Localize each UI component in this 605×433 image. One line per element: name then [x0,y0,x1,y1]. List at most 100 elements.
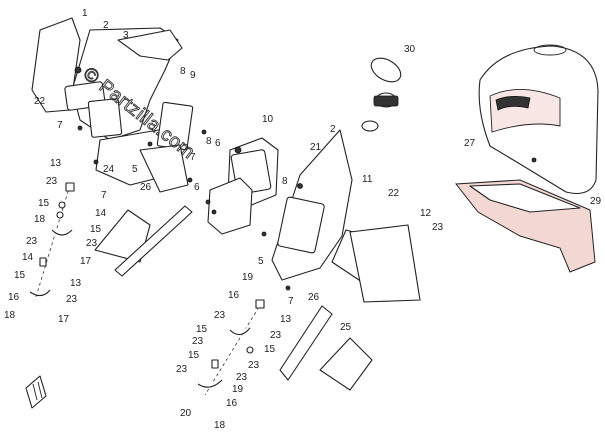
callout-2: 2 [103,20,109,31]
seal-icon [361,120,379,132]
callout-8c: 8 [282,176,288,187]
callout-16b: 16 [228,290,240,301]
tank-filler-neck [533,44,567,56]
callout-12: 12 [420,208,432,219]
callout-5b: 5 [258,256,264,267]
callout-18: 18 [34,214,46,225]
fastener-icon [205,199,211,205]
washer-icon [58,201,66,209]
clamp-icon [229,327,251,336]
callout-13: 13 [50,158,62,169]
part-14-wedge [94,209,151,263]
callout-18b: 18 [4,310,16,321]
callout-7: 7 [57,120,63,131]
callout-7d: 7 [288,296,294,307]
part-26-mount [139,144,189,193]
fastener-icon [201,129,207,135]
fastener-icon [74,66,82,74]
part-17-strip [114,205,193,277]
fastener-icon [297,183,303,189]
callout-11: 11 [362,174,373,185]
part-3-upper-trim [117,29,183,61]
right-side-trim [279,305,373,391]
fastener-icon [93,159,99,165]
callout-23k: 23 [236,372,248,383]
fastener-icon [187,177,193,183]
callout-17b: 17 [58,314,70,325]
callout-23f: 23 [214,310,226,321]
part-22-cover-plate [349,224,421,303]
clip-icon [255,299,265,309]
callout-27: 27 [464,138,476,149]
washer-icon [56,211,64,219]
callout-15e: 15 [264,344,276,355]
clamp-icon [197,379,223,388]
callout-30: 30 [404,44,416,55]
skid-plate-assembly [455,179,596,273]
fastener-icon [211,209,217,215]
fuel-tank-assembly [478,44,599,195]
callout-10: 10 [262,114,274,125]
callout-25: 25 [340,322,352,333]
callout-15: 15 [38,198,50,209]
callout-19b: 19 [232,384,244,395]
callout-8: 8 [180,66,186,77]
fastener-icon [77,125,83,131]
part-6-lower-tray [207,177,253,235]
washer-icon [246,346,254,354]
callout-23b: 23 [26,236,38,247]
clip-icon [39,257,47,267]
fastener-icon [234,146,242,154]
callout-23c: 23 [86,238,98,249]
callout-15c: 15 [14,270,26,281]
clamp-icon [51,229,73,236]
callout-23d: 23 [66,294,78,305]
callout-26b: 26 [308,292,320,303]
fastener-icon [147,141,153,147]
callout-15d: 15 [196,324,208,335]
clip-icon [65,182,75,192]
clip-icon [211,359,219,369]
callout-6b: 6 [194,182,200,193]
fastener-icon [531,157,537,163]
callout-22: 22 [34,96,46,107]
part-25-strip [279,305,333,381]
part-30-cap-grip [373,95,399,107]
callout-labels: 1 2 3 8 9 22 7 24 5 26 7 8 6 6 13 23 7 1… [4,8,602,431]
part-29-skid-top [469,183,581,213]
callout-14b: 14 [22,252,34,263]
fastener-icon [285,285,291,291]
callout-14: 14 [95,208,107,219]
callout-20: 20 [180,408,192,419]
callout-1: 1 [82,8,88,19]
part-30-cap-ring [370,57,402,83]
callout-23i: 23 [248,360,260,371]
middle-box-assembly [205,137,279,235]
middle-fastener-set [197,299,265,396]
part-1-insert [87,98,123,138]
callout-8b: 8 [206,136,212,147]
left-side-trim [94,205,193,277]
left-cover-assembly [31,17,207,193]
callout-9: 9 [190,70,196,81]
fastener-icon [261,231,267,237]
right-cover-assembly [261,129,421,303]
callout-2b: 2 [330,124,336,135]
callout-15f: 15 [188,350,200,361]
callout-23: 23 [46,176,58,187]
callout-18c: 18 [214,420,226,431]
callout-16: 16 [8,292,20,303]
part-25-wedge [319,337,373,391]
corner-logo [25,375,47,409]
callout-23e: 23 [432,222,444,233]
callout-19: 19 [242,272,254,283]
callout-23h: 23 [192,336,204,347]
callout-29: 29 [590,196,602,207]
callout-3: 3 [123,30,129,41]
tank-shadow [495,96,531,111]
callout-23g: 23 [270,330,282,341]
callout-24: 24 [103,164,115,175]
callout-15b: 15 [90,224,102,235]
callout-6: 6 [215,138,221,149]
callout-7b: 7 [190,152,196,163]
